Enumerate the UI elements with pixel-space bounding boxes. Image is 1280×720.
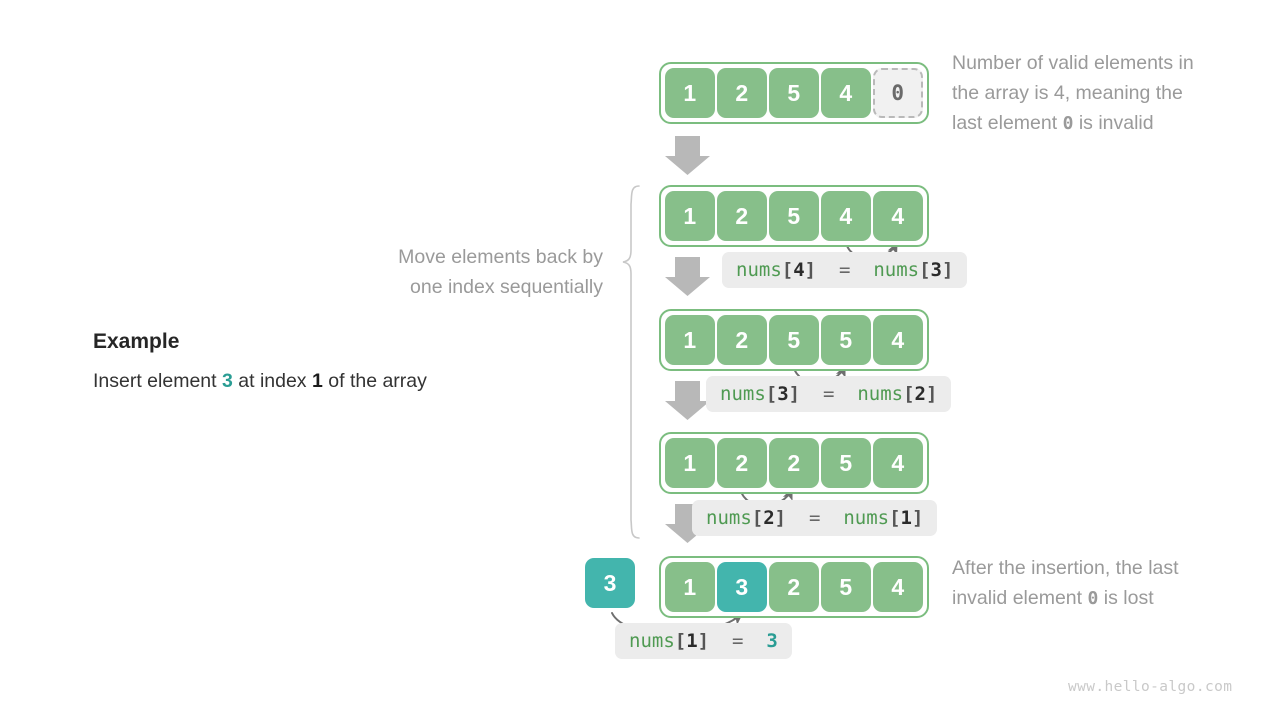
down-arrow-1: [665, 136, 710, 175]
code-lhs-name: nums: [736, 259, 782, 281]
array-cell: 4: [873, 191, 923, 241]
example-text-prefix: Insert element: [93, 370, 222, 392]
code-lhs-index: 4: [793, 259, 805, 281]
note-after-line-2: invalid element 0 is lost: [952, 583, 1262, 614]
code-bracket-open: [: [889, 507, 901, 529]
code-operator: =: [709, 630, 767, 652]
note-shift-line-1: Move elements back by: [398, 246, 603, 268]
code-rhs-name: nums: [857, 383, 904, 405]
site-watermark: www.hello-algo.com: [1068, 679, 1233, 695]
array-cell: 4: [821, 68, 871, 118]
array-cell: 2: [769, 562, 819, 612]
note-valid-count: Number of valid elements in the array is…: [952, 48, 1262, 139]
down-arrow-2: [665, 257, 710, 296]
array-row-step-3: 1 2 2 5 4: [659, 432, 929, 494]
code-operator: =: [816, 259, 874, 281]
array-cell: 5: [821, 438, 871, 488]
array-cell: 2: [717, 68, 767, 118]
array-cell-inserted: 3: [717, 562, 767, 612]
code-bracket-open: [: [781, 259, 794, 281]
array-cell: 2: [769, 438, 819, 488]
note-shift-elements: Move elements back by one index sequenti…: [303, 242, 603, 302]
array-cell: 5: [821, 562, 871, 612]
code-bracket-close: ]: [697, 630, 710, 652]
element-to-insert: 3: [585, 558, 635, 608]
code-bracket-close: ]: [804, 259, 817, 281]
array-row-final: 1 3 2 5 4: [659, 556, 929, 618]
example-description: Insert element 3 at index 1 of the array: [93, 370, 427, 393]
example-heading: Example: [93, 330, 180, 353]
array-cell: 5: [769, 191, 819, 241]
code-label-assign-2-1: nums[2] = nums[1]: [692, 500, 938, 536]
note-valid-invalid-value: 0: [1062, 113, 1074, 134]
code-lhs-name: nums: [720, 383, 766, 405]
array-cell: 1: [665, 562, 715, 612]
note-after-line-1: After the insertion, the last: [952, 557, 1179, 579]
code-bracket-open: [: [903, 383, 915, 405]
code-bracket-open: [: [674, 630, 687, 652]
example-target-index: 1: [311, 370, 323, 392]
note-valid-line-2: the array is 4, meaning the: [952, 82, 1183, 104]
code-bracket-open: [: [919, 259, 931, 281]
code-bracket-close: ]: [912, 507, 924, 529]
code-operator: =: [786, 507, 844, 529]
note-valid-line-3-suffix: is invalid: [1073, 112, 1154, 134]
note-after-line-2-prefix: invalid element: [952, 587, 1088, 609]
array-cell: 1: [665, 438, 715, 488]
array-cell: 5: [769, 315, 819, 365]
array-cell: 5: [769, 68, 819, 118]
array-cell: 1: [665, 68, 715, 118]
array-cell: 1: [665, 315, 715, 365]
array-cell: 2: [717, 315, 767, 365]
note-shift-line-2: one index sequentially: [410, 276, 603, 298]
array-cell: 5: [821, 315, 871, 365]
down-arrow-3: [665, 381, 710, 420]
code-bracket-close: ]: [942, 259, 954, 281]
array-cell: 2: [717, 438, 767, 488]
code-bracket-close: ]: [926, 383, 938, 405]
example-text-middle: at index: [232, 370, 312, 392]
code-operator: =: [800, 383, 858, 405]
code-rhs-index: 3: [930, 259, 942, 281]
code-label-assign-1-literal: nums[1] = 3: [615, 623, 792, 659]
code-rhs-index: 1: [900, 507, 912, 529]
code-rhs-literal: 3: [766, 630, 778, 652]
note-valid-line-1: Number of valid elements in: [952, 52, 1194, 74]
code-lhs-index: 3: [777, 383, 789, 405]
code-bracket-open: [: [765, 383, 778, 405]
code-lhs-name: nums: [706, 507, 752, 529]
code-label-assign-3-2: nums[3] = nums[2]: [706, 376, 952, 412]
array-cell: 1: [665, 191, 715, 241]
code-rhs-name: nums: [843, 507, 890, 529]
array-row-step-1: 1 2 5 4 4: [659, 185, 929, 247]
note-after-lost-value: 0: [1087, 588, 1099, 609]
array-cell: 4: [873, 438, 923, 488]
array-cell: 4: [873, 315, 923, 365]
code-bracket-close: ]: [788, 383, 801, 405]
note-after-line-2-suffix: is lost: [1098, 587, 1154, 609]
code-lhs-name: nums: [629, 630, 675, 652]
code-bracket-close: ]: [774, 507, 787, 529]
array-cell: 4: [873, 562, 923, 612]
code-rhs-name: nums: [873, 259, 920, 281]
array-cell-invalid: 0: [873, 68, 923, 118]
group-brace: [622, 185, 640, 539]
note-after-insertion: After the insertion, the last invalid el…: [952, 553, 1262, 614]
code-bracket-open: [: [751, 507, 764, 529]
array-cell: 4: [821, 191, 871, 241]
array-row-initial: 1 2 5 4 0: [659, 62, 929, 124]
code-label-assign-4-3: nums[4] = nums[3]: [722, 252, 968, 288]
code-rhs-index: 2: [914, 383, 926, 405]
array-row-step-2: 1 2 5 5 4: [659, 309, 929, 371]
array-cell: 2: [717, 191, 767, 241]
note-valid-line-3-prefix: last element: [952, 112, 1063, 134]
code-lhs-index: 2: [763, 507, 775, 529]
example-text-suffix: of the array: [322, 370, 427, 392]
example-inserted-value: 3: [221, 370, 233, 392]
code-lhs-index: 1: [686, 630, 698, 652]
note-valid-line-3: last element 0 is invalid: [952, 108, 1262, 139]
